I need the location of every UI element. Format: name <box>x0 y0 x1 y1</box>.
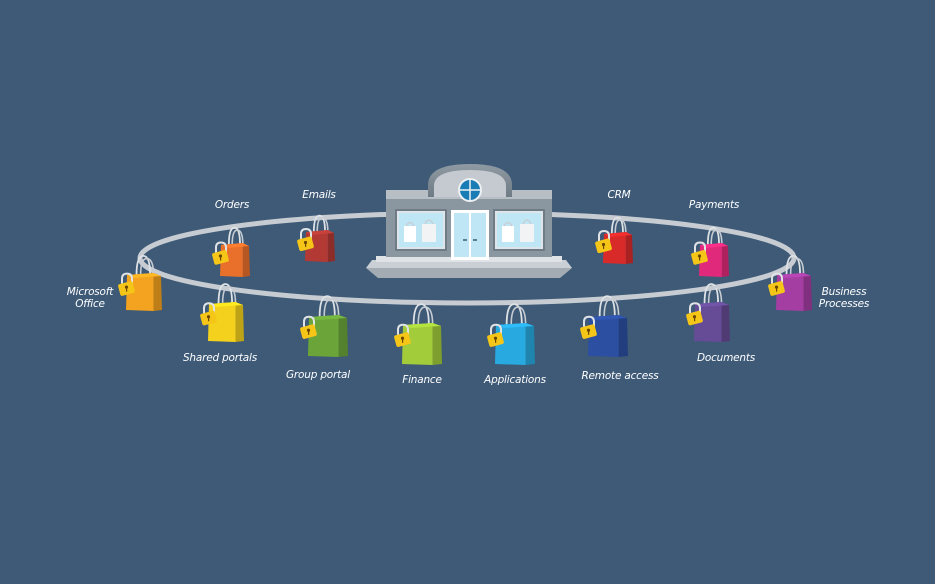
bag-handle <box>706 226 720 246</box>
padlock-icon <box>212 241 229 265</box>
bag-top <box>127 273 161 278</box>
bag-handle <box>231 229 244 246</box>
bag-side <box>721 243 729 277</box>
bag-top <box>777 273 811 278</box>
bag-side <box>618 315 628 357</box>
bag-payments-icon <box>691 226 729 277</box>
bag-remote-access-icon <box>580 295 628 357</box>
bag-handle <box>139 257 155 276</box>
bag-front <box>495 323 526 365</box>
bag-handle <box>598 295 616 318</box>
bag-finance-icon <box>394 303 442 365</box>
bag-top <box>221 243 249 248</box>
bag-handle <box>789 257 805 276</box>
bag-top <box>695 302 729 307</box>
bag-top <box>306 230 334 235</box>
bag-label-payments: Payments <box>688 199 740 211</box>
bag-side <box>525 323 535 365</box>
bag-label-finance: Finance <box>402 374 442 386</box>
bag-side <box>327 230 335 262</box>
bag-handle <box>785 254 802 276</box>
bag-side <box>242 243 250 277</box>
padlock-icon <box>595 229 612 254</box>
bag-handle <box>614 219 627 235</box>
bag-front <box>402 323 433 365</box>
bag-handle <box>710 229 723 246</box>
store-building-icon <box>366 164 572 278</box>
bag-handle <box>316 217 329 233</box>
bag-handle <box>603 298 620 318</box>
bags-back-layer <box>212 214 729 277</box>
bag-documents-icon <box>686 283 730 342</box>
bag-handle <box>312 214 326 233</box>
bag-label-orders: Orders <box>214 199 250 211</box>
bag-label-emails: Emails <box>302 189 336 201</box>
bag-shared-portals-icon <box>200 283 244 342</box>
bag-handle <box>217 283 234 305</box>
bag-handle <box>417 306 434 326</box>
bag-business-processes-icon <box>768 254 812 311</box>
bag-label-group-portal: Group portal <box>285 369 351 381</box>
bag-microsoft-office-icon <box>118 254 162 311</box>
bag-top <box>309 315 347 320</box>
bag-handle <box>318 295 336 318</box>
bag-label-crm: CRM <box>607 189 631 201</box>
bag-top <box>403 323 441 328</box>
padlock-icon <box>394 323 411 347</box>
bags-front-layer <box>118 254 812 365</box>
bag-label-business-processes: Business Processes <box>818 286 870 310</box>
bag-side <box>432 323 442 365</box>
bag-side <box>803 273 812 311</box>
bag-side <box>625 232 633 264</box>
bag-side <box>235 302 244 342</box>
bag-handle <box>703 283 720 305</box>
bag-label-applications: Applications <box>484 374 546 386</box>
bag-label-remote-access: Remote access <box>581 370 659 382</box>
bag-top <box>496 323 534 328</box>
bag-crm-icon <box>595 216 633 264</box>
bag-side <box>153 273 162 311</box>
bag-top <box>589 315 627 320</box>
bag-orders-icon <box>212 226 250 277</box>
bag-handle <box>221 285 237 305</box>
bag-front <box>588 315 619 357</box>
bag-top <box>209 302 243 307</box>
bag-handle <box>323 298 340 318</box>
padlock-icon <box>300 315 317 339</box>
bag-top <box>604 232 632 237</box>
bag-handle <box>135 254 152 276</box>
bag-handle <box>610 216 624 235</box>
bag-side <box>721 302 730 342</box>
padlock-icon <box>118 272 135 296</box>
padlock-icon <box>691 241 708 265</box>
padlock-icon <box>580 315 597 339</box>
bag-top <box>700 243 728 248</box>
bag-label-microsoft-office: Microsoft Office <box>66 286 114 310</box>
bag-handle <box>227 226 241 246</box>
bag-handle <box>510 306 527 326</box>
padlock-icon <box>200 302 217 326</box>
bag-emails-icon <box>297 214 335 262</box>
bag-handle <box>707 285 723 305</box>
bag-group-portal-icon <box>300 295 348 357</box>
bag-handle <box>412 303 430 326</box>
padlock-icon <box>487 323 504 347</box>
bag-side <box>338 315 348 357</box>
bag-label-documents: Documents <box>696 352 756 364</box>
padlock-icon <box>686 302 703 326</box>
bag-front <box>308 315 339 357</box>
bag-label-shared-portals: Shared portals <box>182 352 258 364</box>
padlock-icon <box>768 272 785 296</box>
padlock-icon <box>297 227 314 252</box>
bag-applications-icon <box>487 303 535 365</box>
ring-front <box>137 257 797 306</box>
bag-handle <box>505 303 523 326</box>
